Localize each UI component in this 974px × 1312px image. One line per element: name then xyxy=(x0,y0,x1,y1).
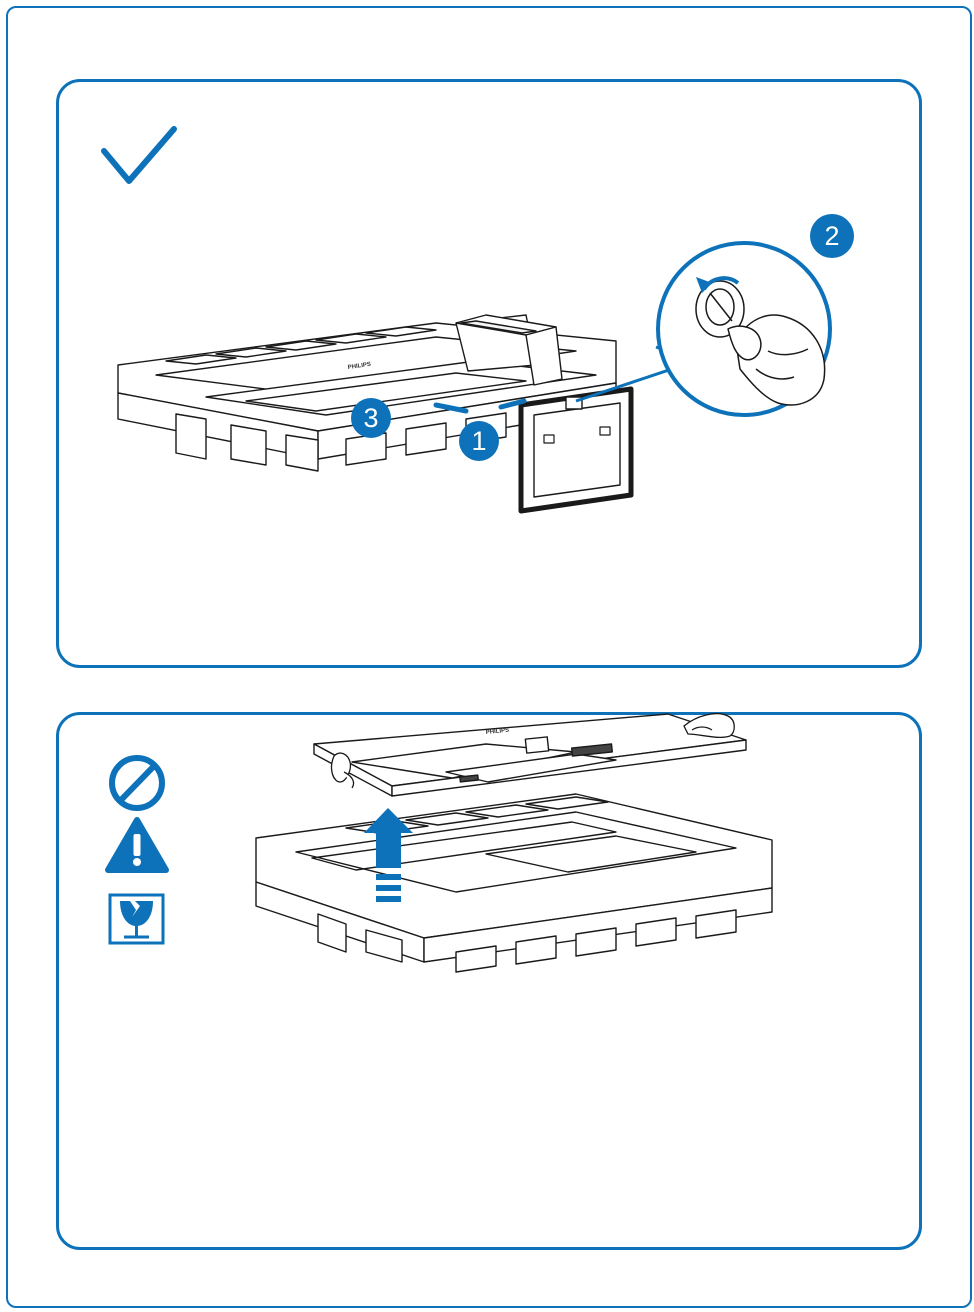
fragile-glass-icon xyxy=(108,893,165,945)
brand-label: PHILIPS xyxy=(347,362,371,371)
arrow-icon xyxy=(433,398,527,414)
step-number: 1 xyxy=(471,426,486,456)
checkmark-icon xyxy=(101,126,177,184)
screw-detail-callout xyxy=(575,241,832,417)
arrow-up-icon xyxy=(364,808,413,902)
hand-left xyxy=(330,752,355,789)
monitor-lift-illustration: PHILIPS xyxy=(105,712,773,973)
warning-triangle-icon xyxy=(105,817,169,873)
step-badge-1: 1 xyxy=(459,421,499,461)
hand-right xyxy=(683,712,735,739)
brand-label: PHILIPS xyxy=(486,728,510,736)
step-panel-caution: PHILIPS xyxy=(56,712,922,1250)
step-badge-2: 2 xyxy=(810,214,854,258)
stand-removal-illustration: PHILIPS xyxy=(101,126,854,514)
stand-base-plate xyxy=(518,386,634,514)
page-frame xyxy=(6,6,972,1308)
step-badge-3: 3 xyxy=(351,398,391,438)
step-number: 3 xyxy=(363,403,378,433)
stand-neck xyxy=(455,314,563,386)
step-number: 2 xyxy=(824,221,839,251)
foam-tray xyxy=(255,793,773,973)
monitor-panel xyxy=(313,713,747,797)
step-panel-correct: PHILIPS xyxy=(56,79,922,668)
prohibited-icon xyxy=(109,755,165,811)
